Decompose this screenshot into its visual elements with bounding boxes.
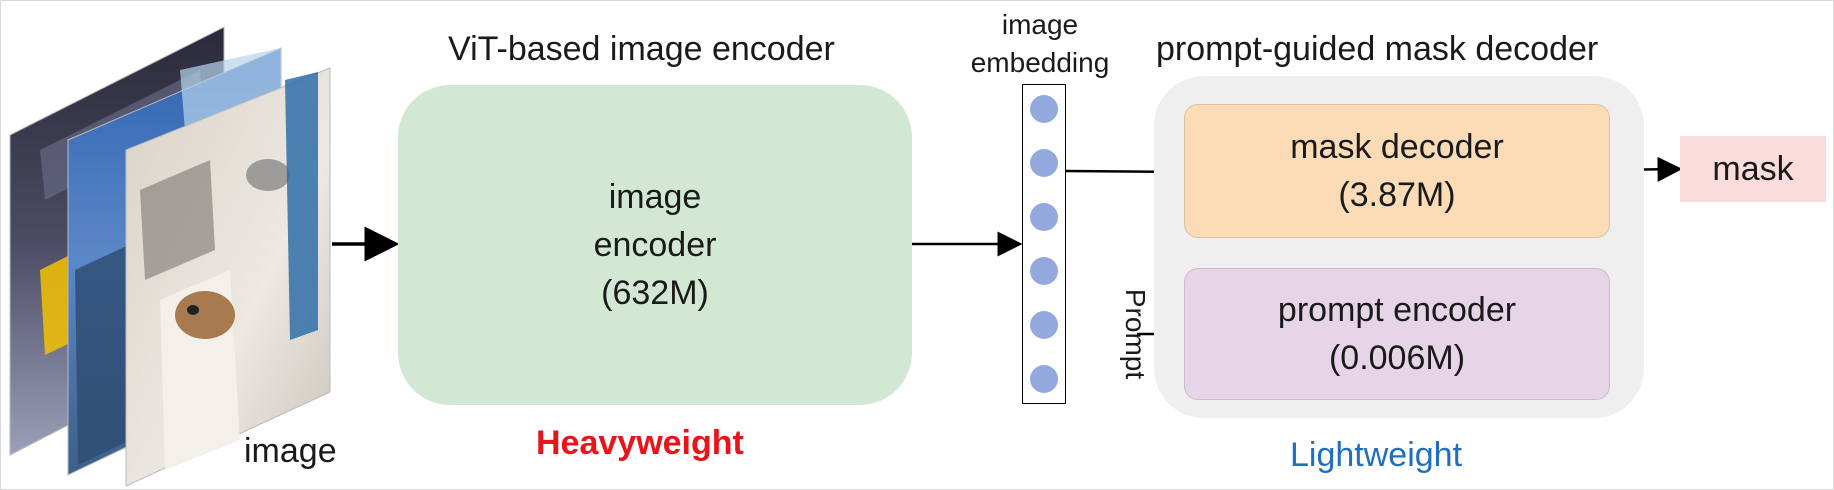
prompt-encoder-line2: (0.006M): [1328, 339, 1466, 377]
mask-output-label: mask: [1712, 149, 1794, 188]
image-encoder-text: image encoder (632M): [398, 85, 912, 405]
prompt-encoder-line1: prompt encoder: [1277, 291, 1517, 329]
lightweight-label: Lightweight: [1290, 436, 1463, 474]
encoder-heading: ViT-based image encoder: [448, 30, 835, 68]
image-encoder-line1: image: [608, 178, 702, 216]
embedding-label-line1: image: [1001, 9, 1079, 40]
mask-decoder-line2: (3.87M): [1338, 176, 1456, 214]
embedding-dot: [1030, 311, 1058, 339]
decoder-heading: prompt-guided mask decoder: [1156, 30, 1599, 68]
embedding-dot: [1030, 149, 1058, 177]
embedding-dot: [1030, 203, 1058, 231]
embedding-dot: [1030, 257, 1058, 285]
heavyweight-label: Heavyweight: [536, 424, 744, 462]
stack-image-front: [125, 67, 331, 487]
prompt-input-label: Prompt: [1120, 288, 1151, 380]
embedding-label: image embedding: [960, 6, 1120, 82]
mask-decoder-line1: mask decoder: [1290, 128, 1504, 166]
image-encoder-line2: encoder: [593, 226, 717, 264]
image-label: image: [244, 432, 337, 470]
embedding-dot: [1030, 95, 1058, 123]
image-encoder-line3: (632M): [601, 274, 709, 312]
mask-output-box: mask: [1680, 136, 1826, 202]
image-embedding-column: [1022, 84, 1066, 404]
embedding-label-line2: embedding: [970, 47, 1110, 78]
prompt-encoder-text: prompt encoder (0.006M): [1185, 269, 1609, 399]
mask-decoder-box: mask decoder (3.87M): [1184, 104, 1610, 238]
mask-decoder-text: mask decoder (3.87M): [1185, 105, 1609, 237]
image-encoder-box: image encoder (632M): [398, 85, 912, 405]
embedding-dot: [1030, 365, 1058, 393]
prompt-encoder-box: prompt encoder (0.006M): [1184, 268, 1610, 400]
